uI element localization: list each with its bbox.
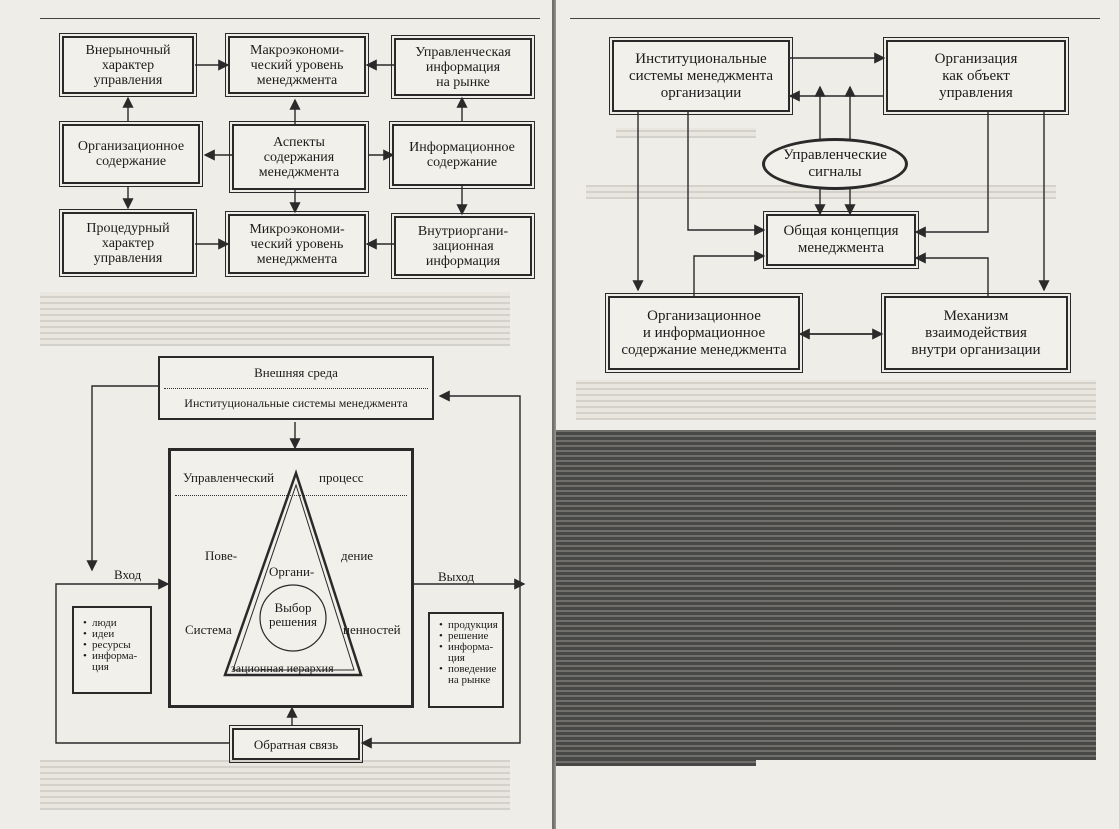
organization-system-box: Управленческий процесс Пове- дение Орган… bbox=[168, 448, 414, 708]
dotted-divider bbox=[175, 495, 407, 496]
general-concept-box: Общая концепция менеджмента bbox=[763, 211, 919, 269]
external-environment-label: Внешняя среда bbox=[254, 365, 338, 380]
bleed-through-text bbox=[40, 292, 510, 346]
management-aspects-box: Аспекты содержания менеджмента bbox=[229, 121, 369, 193]
output-item: решение bbox=[439, 631, 500, 643]
macro-level-box: Макроэкономи- ческий уровень менеджмента bbox=[225, 33, 369, 97]
bleed-through-text bbox=[616, 128, 756, 138]
micro-level-box: Микроэкономи- ческий уровень менеджмента bbox=[225, 211, 369, 277]
process-left-label: Управленческий bbox=[183, 470, 275, 485]
market-management-info-box: Управленческая информация на рынке bbox=[391, 35, 535, 99]
input-item: люди bbox=[83, 618, 146, 630]
feedback-box: Обратная связь bbox=[229, 725, 363, 763]
header-rule bbox=[570, 18, 1100, 19]
hierarchy-triangle bbox=[223, 469, 363, 677]
input-item: ресурсы bbox=[83, 640, 146, 652]
bleed-through-text bbox=[40, 760, 510, 810]
institutional-systems-label: Институциональные системы менеджмента bbox=[184, 396, 408, 410]
values-label: ценностей bbox=[343, 622, 401, 637]
external-environment-box: Внешняя среда Институциональные системы … bbox=[158, 356, 434, 420]
output-item: информа- ция bbox=[439, 642, 500, 664]
nonmarket-management-box: Внерыночный характер управления bbox=[59, 33, 197, 97]
output-item: продукция bbox=[439, 620, 500, 632]
institutional-systems-box: Институциональные системы менеджмента ор… bbox=[609, 37, 793, 115]
procedural-management-box: Процедурный характер управления bbox=[59, 209, 197, 277]
organizational-content-box: Организационное содержание bbox=[59, 121, 203, 187]
decision-label: Выбор решения bbox=[269, 600, 317, 629]
left-page: Внерыночный характер управления Макроэко… bbox=[0, 0, 552, 829]
management-signals-ellipse: Управленческие сигналы bbox=[762, 138, 908, 190]
right-page: Институциональные системы менеджмента ор… bbox=[556, 0, 1119, 829]
output-item: поведение на рынке bbox=[439, 664, 500, 686]
header-rule bbox=[40, 18, 540, 19]
input-label: Вход bbox=[114, 567, 142, 582]
output-label: Выход bbox=[438, 569, 475, 584]
inputs-box: люди идеи ресурсы информа- ция bbox=[72, 606, 152, 694]
org-info-content-box: Организационное и информационное содержа… bbox=[605, 293, 803, 373]
input-item: идеи bbox=[83, 629, 146, 641]
hierarchy-label: зационная иерархия bbox=[231, 661, 334, 675]
system-label: Система bbox=[185, 622, 232, 637]
interaction-mechanism-box: Механизм взаимодействия внутри организац… bbox=[881, 293, 1071, 373]
behavior-right-label: дение bbox=[341, 548, 374, 563]
organization-label: Органи- bbox=[269, 564, 315, 579]
redacted-text-block bbox=[556, 430, 1096, 760]
process-right-label: процесс bbox=[319, 470, 364, 485]
behavior-left-label: Пове- bbox=[205, 548, 238, 563]
dotted-divider bbox=[164, 388, 428, 389]
intra-org-info-box: Внутриоргани- зационная информация bbox=[391, 213, 535, 279]
redacted-text-line bbox=[556, 760, 756, 766]
outputs-box: продукция решение информа- ция поведение… bbox=[428, 612, 504, 708]
organization-object-box: Организация как объект управления bbox=[883, 37, 1069, 115]
information-content-box: Информационное содержание bbox=[389, 121, 535, 189]
bleed-through-text bbox=[576, 380, 1096, 420]
input-item: информа- ция bbox=[83, 651, 146, 673]
